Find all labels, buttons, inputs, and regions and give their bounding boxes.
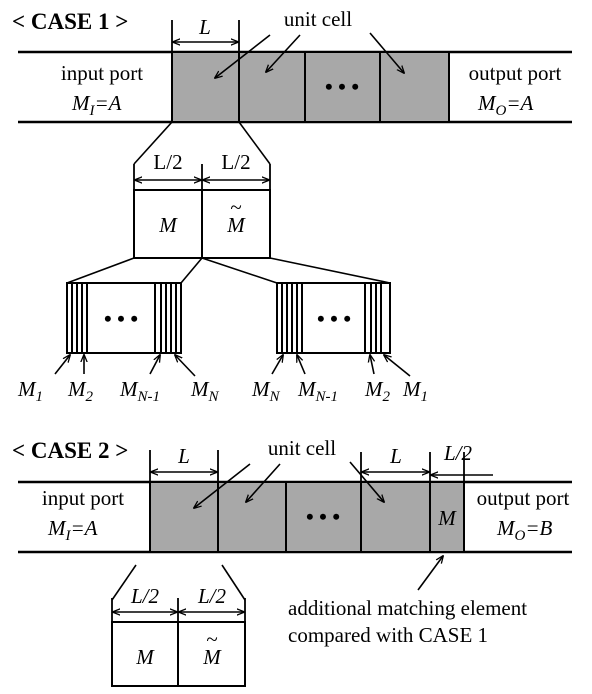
case2-dim-L2-label: L — [389, 444, 402, 468]
case1-output-mode: MO=A — [477, 91, 534, 119]
case2-half-L-label-1: L/2 — [130, 584, 160, 608]
layer-arrow-left-MN-1 — [149, 355, 160, 375]
case2-unit-cell-arrow-1 — [194, 463, 251, 508]
case1-cells-ellipsis: • • • — [325, 74, 359, 99]
case2-unit-cell-2 — [217, 481, 287, 553]
case1-output-port-label: output port — [469, 61, 562, 85]
case1-input-mode: MI=A — [71, 91, 122, 119]
case1-tilde-mark: ~ — [230, 195, 241, 219]
case1-zoom-layer-2 — [180, 257, 203, 284]
case2-unit-cell-label: unit cell — [268, 436, 336, 460]
case2-cell-M-tilde-label: M — [202, 645, 222, 669]
case1-zoom-layer-4 — [269, 257, 391, 284]
case2-cell-M — [111, 621, 179, 687]
case2-output-mode: MO=B — [496, 516, 553, 544]
case1-unit-cell-arrow-3 — [369, 32, 404, 73]
layer-arrow-left-M1 — [54, 355, 70, 375]
layer-arrow-right-MN-1 — [297, 355, 306, 375]
case2-cell-M-label: M — [135, 645, 155, 669]
layer-arrow-left-MN — [175, 355, 196, 377]
case2-section: < CASE 2 > • • • M L L L/2 unit cell — [12, 436, 572, 687]
layer-label-left-MN: MN — [190, 377, 220, 405]
case2-unit-cell-ellipsis — [285, 481, 362, 553]
case2-zoom-line-right — [221, 564, 246, 601]
case1-layers-right-ellipsis: • • • — [317, 306, 351, 331]
case2-zoom-line-left — [111, 564, 137, 601]
case2-unit-cell-arrow-2 — [246, 463, 281, 502]
case1-title: < CASE 1 > — [12, 9, 128, 34]
case1-section: < CASE 1 > • • • L unit cell input port … — [12, 7, 572, 405]
case2-matching-cell — [429, 481, 465, 553]
case1-zoom-layer-3 — [201, 257, 278, 284]
case2-cells-ellipsis: • • • — [306, 504, 340, 529]
layer-label-right-M2: M2 — [364, 377, 391, 405]
case2-unit-cell-last — [360, 481, 431, 553]
case2-dim-L-label: L — [177, 444, 190, 468]
case1-cell-M-label: M — [158, 213, 178, 237]
case2-input-mode: MI=A — [47, 516, 98, 544]
case1-unit-cell-arrow-1 — [215, 34, 271, 78]
case1-input-port-label: input port — [61, 61, 143, 85]
case1-unit-cells: • • • — [171, 51, 450, 123]
case1-layer-stack-left: • • • — [66, 282, 182, 354]
case2-output-port-label: output port — [477, 486, 570, 510]
case1-unit-cell-label: unit cell — [284, 7, 352, 31]
case2-note-line1: additional matching element — [288, 596, 527, 620]
case2-unit-cells: • • • M — [149, 481, 465, 553]
case1-zoom-layer-1 — [66, 257, 135, 284]
layer-label-left-M1: M1 — [17, 377, 43, 405]
layer-label-right-MN-1: MN-1 — [297, 377, 338, 405]
case2-unit-cell-arrow-3 — [349, 461, 384, 502]
layer-arrow-right-M1 — [384, 355, 411, 377]
case2-title: < CASE 2 > — [12, 438, 128, 463]
case1-zoom-line-left — [133, 121, 173, 165]
case2-note-arrow — [417, 556, 443, 591]
case1-unit-cell-last — [379, 51, 450, 123]
case1-half-L-label-1: L/2 — [153, 150, 182, 174]
case2-matching-cell-label: M — [437, 506, 457, 530]
layer-label-left-MN-1: MN-1 — [119, 377, 160, 405]
case1-layer-stack-right: • • • — [276, 282, 391, 354]
case1-zoom-line-right — [238, 121, 271, 165]
case1-unit-cell-1 — [171, 51, 240, 123]
case1-unit-cell-arrow-2 — [266, 34, 301, 72]
case2-input-port-label: input port — [42, 486, 124, 510]
case2-tilde-mark: ~ — [206, 627, 217, 651]
case1-unit-cell-2 — [238, 51, 306, 123]
case1-cell-M-tilde — [201, 189, 271, 259]
layer-label-left-M2: M2 — [67, 377, 94, 405]
case2-half-L-label-2: L/2 — [197, 584, 227, 608]
layer-arrow-right-M2 — [370, 355, 374, 375]
layer-arrow-right-MN — [271, 355, 283, 375]
case1-half-L-label-2: L/2 — [221, 150, 250, 174]
case2-note-line2: compared with CASE 1 — [288, 623, 488, 647]
case2-dim-half-L-label: L/2 — [443, 441, 473, 465]
layer-label-right-M1: M1 — [402, 377, 428, 405]
case2-cell-M-tilde — [177, 621, 246, 687]
case1-cell-M-tilde-label: M — [226, 213, 246, 237]
case1-layers-left-ellipsis: • • • — [104, 306, 138, 331]
case1-dim-L-label: L — [198, 15, 211, 39]
case2-unit-cell-1 — [149, 481, 219, 553]
layer-label-right-MN: MN — [251, 377, 281, 405]
